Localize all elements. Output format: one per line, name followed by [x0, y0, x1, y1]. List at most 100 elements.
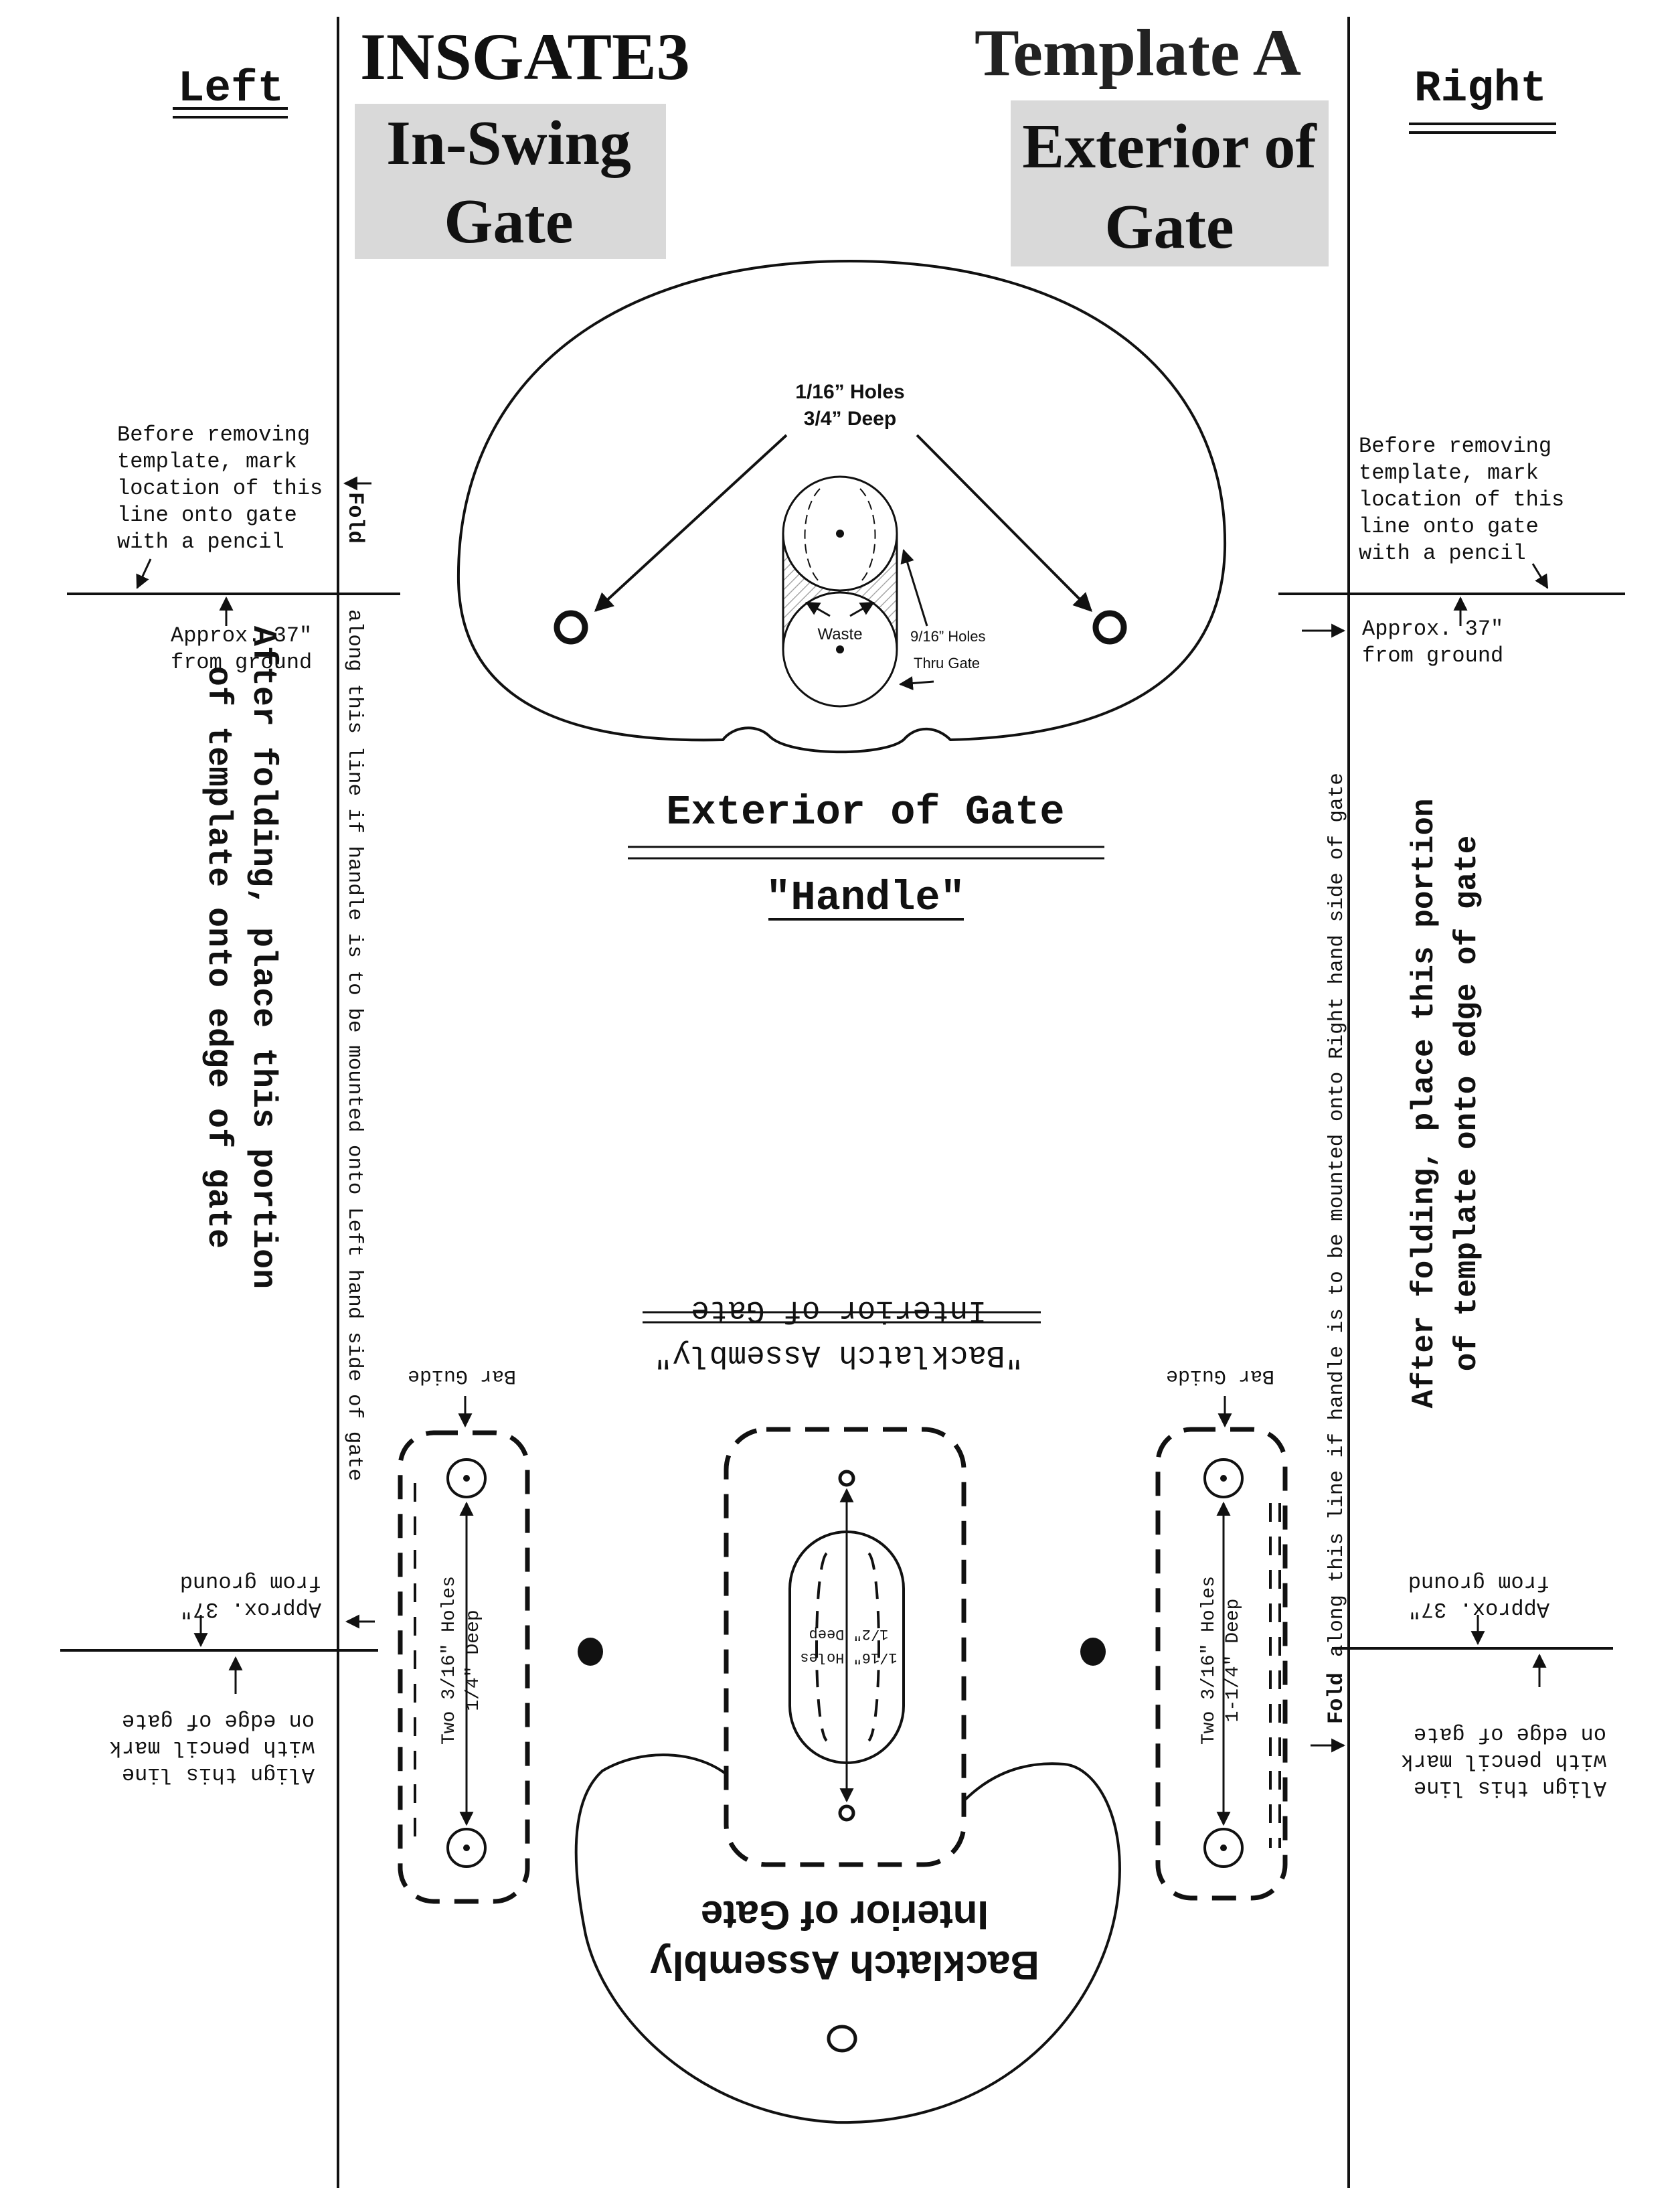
left-bar-guide: Bar Guide — [408, 1364, 516, 1387]
thru-arrow-bottom — [898, 676, 934, 690]
exterior-of-gate-title: Exterior of Gate — [666, 789, 1064, 836]
left-guide-hole-top-center — [463, 1475, 470, 1482]
right-guide-dashed-box — [1155, 1427, 1288, 1901]
template-title: Template A — [975, 15, 1301, 90]
exterior-box — [1011, 100, 1329, 266]
right-mark-note-line: template, mark — [1359, 461, 1539, 485]
right-guide-holes-label: Two 3/16" Holes 1-1/4" Deep — [1199, 1576, 1244, 1745]
right-approx-line: from ground — [1362, 643, 1503, 668]
backlatch-holes-line: 1/2" Deep — [809, 1626, 889, 1642]
right-bar-guide: Bar Guide — [1166, 1364, 1274, 1387]
inswing-line-1: In-Swing — [386, 108, 631, 178]
right-guide-hole-top — [1203, 1458, 1244, 1498]
backlatch-assembly-hole — [827, 2025, 857, 2053]
left-mark-note: Before removing template, mark location … — [117, 422, 323, 554]
handle-pilot-top — [836, 530, 844, 538]
left-guide-hole-bottom — [446, 1828, 487, 1868]
exterior-line-1: Exterior of — [1022, 112, 1317, 181]
handle-waste-label: Waste — [817, 625, 862, 643]
handle-pilot-bottom — [836, 645, 844, 653]
backlatch-dashed-box — [724, 1427, 967, 1867]
left-guide-holes-line: Two 3/16" Holes — [439, 1576, 460, 1745]
backlatch-assembly-bold: Backlatch Assembly — [650, 1943, 1039, 1988]
backlatch-bold-titles: Backlatch Assembly Interior of Gate — [650, 1893, 1039, 1988]
right-align-inv-line: Align this line — [1414, 1776, 1606, 1800]
left-fold-word: Fold — [343, 492, 367, 544]
handle-thru-label-2: Thru Gate — [914, 655, 980, 672]
backlatch-hole-top — [838, 1470, 855, 1487]
left-guide-holes-line: 1/4" Deep — [463, 1610, 484, 1711]
left-label: Left — [178, 64, 284, 114]
handle-holes-label-2: 3/4” Deep — [804, 408, 896, 430]
left-align-inv-line: Align this line — [122, 1762, 315, 1787]
right-place-portion-line: After folding, place this portion — [1407, 799, 1442, 1409]
right-mark-note-line: line onto gate — [1359, 514, 1539, 539]
backlatch-holes-line: 1/16" Holes — [800, 1649, 897, 1666]
left-approx-line: from ground — [171, 650, 312, 675]
right-align-inv-line: on edge of gate — [1414, 1722, 1606, 1747]
left-place-portion: After folding, place this portion of tem… — [199, 626, 282, 1289]
handle-thru-label-1: 9/16” Holes — [910, 628, 986, 645]
right-mark-note-line: Before removing — [1359, 434, 1551, 459]
right-place-portion-line: of template onto edge of gate — [1450, 836, 1485, 1372]
handle-hole-arrow-right — [916, 434, 1092, 612]
left-mark-note-line: location of this — [117, 476, 323, 501]
right-mark-arrow — [1531, 563, 1549, 589]
left-inverted-notes: Approx. 37" from ground Align this line … — [109, 1570, 321, 1787]
left-guide-holes-label: Two 3/16" Holes 1/4" Deep — [439, 1576, 484, 1745]
right-fold-text: Fold along this line if handle is to be … — [1324, 773, 1349, 1724]
inswing-line-2: Gate — [444, 187, 573, 256]
left-place-portion-line: After folding, place this portion — [244, 626, 282, 1289]
handle-bore-slot — [782, 534, 898, 649]
interior-of-gate-bold: Interior of Gate — [701, 1893, 989, 1938]
left-guide-hole-top — [446, 1458, 487, 1498]
right-approx-line: Approx. 37" — [1362, 617, 1503, 641]
handle-outline — [456, 259, 1227, 754]
handle-hole-left — [554, 610, 588, 645]
right-guide-holes-line: 1-1/4" Deep — [1223, 1599, 1244, 1723]
left-approx-inv-line: from ground — [180, 1570, 321, 1595]
right-place-portion: After folding, place this portion of tem… — [1407, 799, 1485, 1409]
left-guide-hole-bottom-center — [463, 1844, 470, 1851]
left-mark-note-line: with a pencil — [117, 530, 284, 554]
left-approx-line: Approx. 37" — [171, 623, 312, 648]
handle-title: "Handle" — [766, 874, 965, 922]
thru-arrow-top — [900, 548, 928, 627]
exterior-line-2: Gate — [1104, 192, 1234, 262]
left-bar-guide-label: Bar Guide — [408, 1364, 516, 1387]
waste-arrow-left — [805, 601, 831, 617]
right-bar-guide-label: Bar Guide — [1166, 1364, 1274, 1387]
right-inverted-notes: Approx. 37" from ground Align this line … — [1401, 1570, 1606, 1800]
left-guide-dashed-box — [398, 1430, 530, 1904]
right-approx-inv-line: from ground — [1408, 1570, 1549, 1595]
right-mark-note-line: with a pencil — [1359, 541, 1526, 566]
interior-title-block: Interior of Gate "Backlatch Assembly" — [654, 1293, 1023, 1372]
backlatch-assembly-outline — [574, 1753, 1121, 2124]
left-mark-note-line: template, mark — [117, 449, 297, 474]
latch-mount-dot-right — [1080, 1638, 1106, 1666]
left-approx-inv-line: Approx. 37" — [180, 1597, 321, 1622]
right-guide-holes-line: Two 3/16" Holes — [1199, 1576, 1220, 1745]
right-mark-note: Before removing template, mark location … — [1359, 434, 1564, 566]
waste-arrow-right — [849, 601, 875, 617]
right-fold-word: Fold — [1324, 1672, 1349, 1724]
left-align-inv-line: with pencil mark — [109, 1735, 315, 1760]
backlatch-hole-bottom — [838, 1804, 855, 1822]
handle-holes-label-1: 1/16” Holes — [795, 381, 904, 403]
right-mark-note-line: location of this — [1359, 487, 1564, 512]
latch-mount-dot-left — [578, 1638, 603, 1666]
inswing-box — [355, 104, 666, 259]
right-guide-hole-top-center — [1220, 1475, 1227, 1482]
model-number: INSGATE3 — [360, 19, 690, 94]
right-guide-hole-bottom — [1203, 1828, 1244, 1868]
left-align-inv-line: on edge of gate — [122, 1709, 315, 1733]
left-mark-note-line: line onto gate — [117, 503, 297, 528]
left-fold-instruction: along this line if handle is to be mount… — [343, 609, 366, 1481]
left-mark-note-line: Before removing — [117, 422, 310, 447]
right-fold-instruction: along this line if handle is to be mount… — [1325, 773, 1349, 1657]
handle-bore-dashed — [804, 488, 876, 583]
right-approx-inv-line: Approx. 37" — [1408, 1597, 1549, 1622]
backlatch-assembly-title: "Backlatch Assembly" — [654, 1338, 1023, 1372]
right-label: Right — [1414, 64, 1547, 114]
